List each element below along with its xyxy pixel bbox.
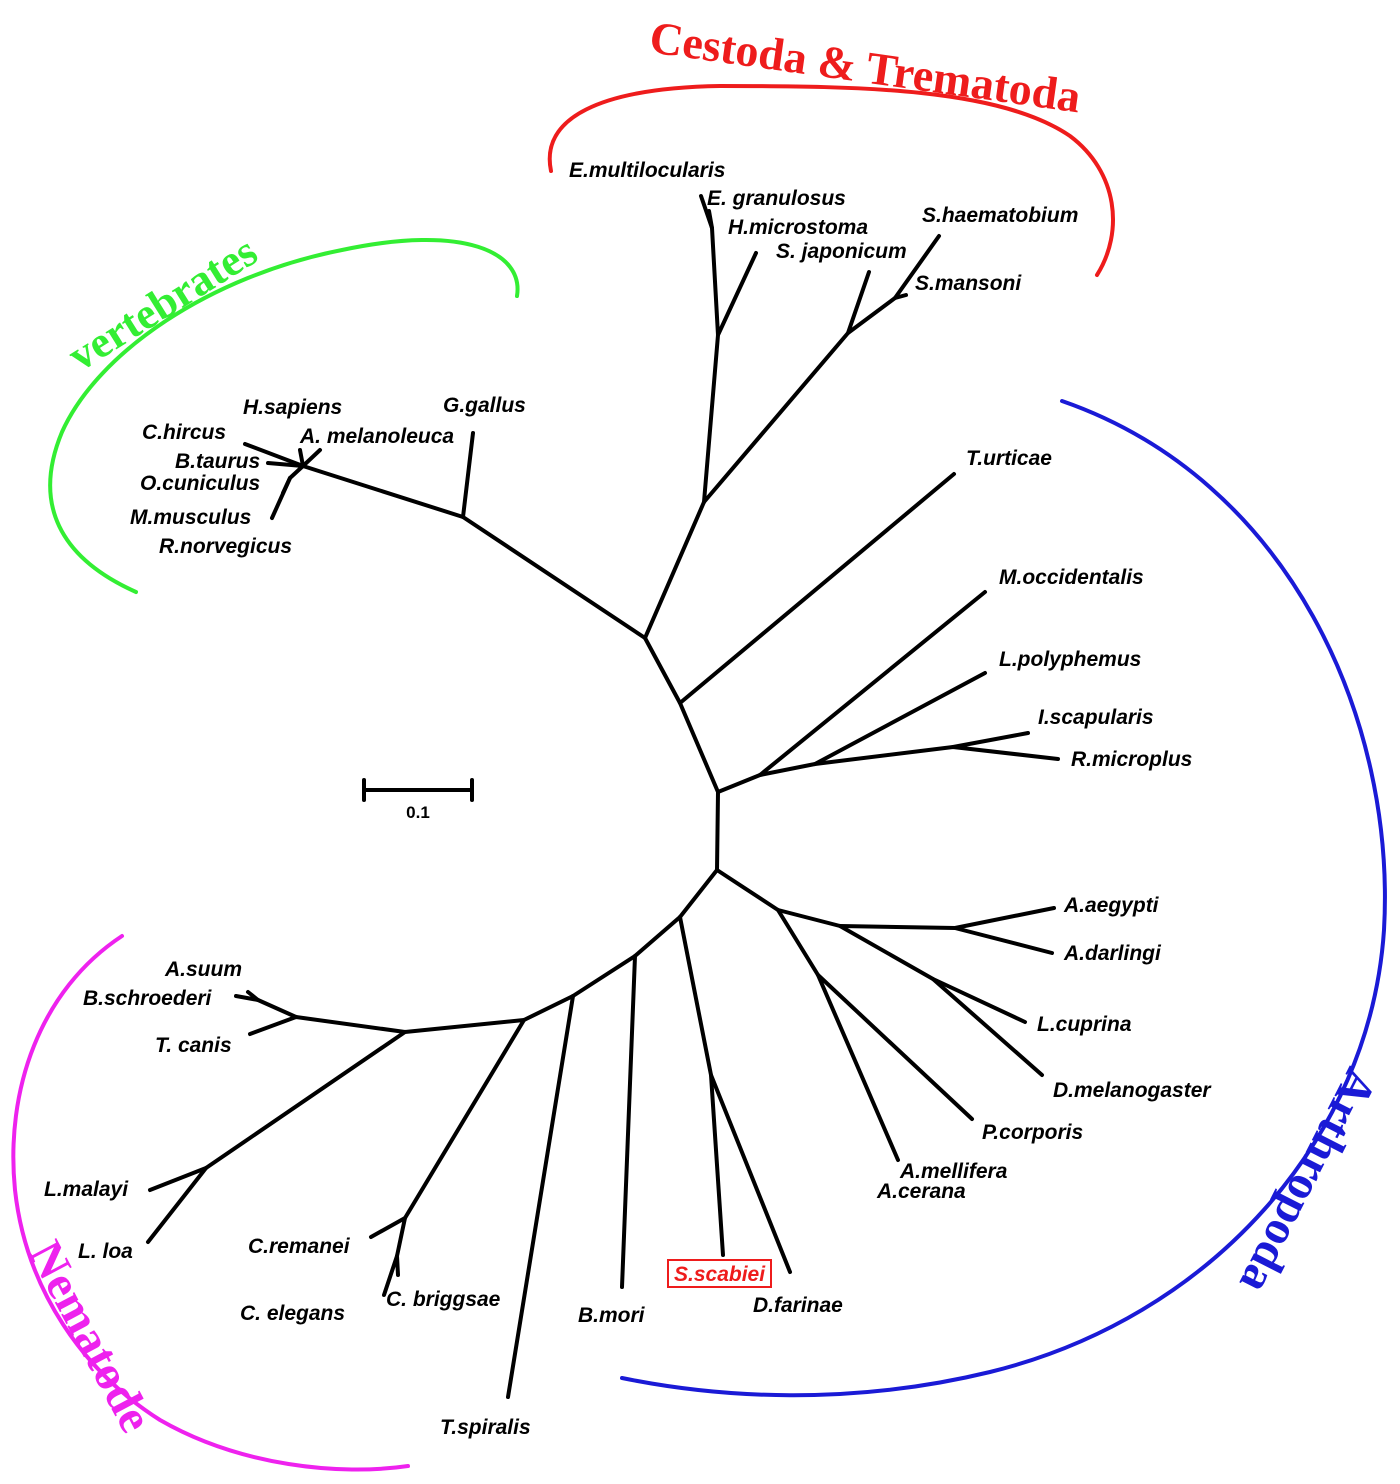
leaf-label: D.melanogaster — [1053, 1079, 1212, 1102]
leaf-label-highlighted: S.scabiei — [674, 1263, 766, 1286]
branch-a-darlingi — [953, 926, 1054, 955]
branch-diptera — [838, 924, 1044, 1077]
leaf-label: E.multilocularis — [569, 159, 725, 182]
branch-s-scabiei — [709, 1073, 725, 1257]
branch-rodents — [270, 464, 305, 520]
leaf-label: T.spiralis — [440, 1416, 531, 1439]
arthropoda-arc — [620, 399, 1387, 1398]
branch-t-spiralis — [506, 994, 575, 1399]
branch-p-corporis — [816, 973, 974, 1121]
branch-caenorhabditis — [382, 1018, 526, 1297]
leaf-label: B.mori — [578, 1304, 646, 1327]
branch-o-cuniculus — [281, 476, 292, 495]
branch-b-schroederi — [234, 994, 260, 1002]
branch-l-loa — [146, 1166, 208, 1244]
branch-s-japonicum — [846, 270, 871, 335]
leaf-label: E. granulosus — [707, 187, 846, 210]
branch-t-canis — [248, 1015, 298, 1036]
leaf-label: L.cuprina — [1037, 1013, 1132, 1036]
branch-e-granulosus — [707, 209, 714, 230]
leaf-label: S.mansoni — [915, 272, 1022, 295]
branch-c-hircus — [243, 442, 305, 468]
leaf-label: D.farinae — [753, 1294, 843, 1317]
clade-title-vertebrates: vertebrates — [59, 226, 265, 380]
branch-vertebrates — [301, 464, 647, 640]
clade-title-nematode: Nematode — [18, 1232, 162, 1440]
leaf-label: A.cerana — [876, 1180, 966, 1203]
branch-h-sapiens — [298, 448, 305, 468]
leaf-label: A. melanoleuca — [299, 425, 454, 448]
branch-acari — [716, 773, 762, 794]
leaf-label: I.scapularis — [1038, 706, 1154, 729]
leaf-label: S. japonicum — [776, 240, 907, 263]
branch-c-remanei — [369, 1216, 407, 1239]
branch-i-scapularis — [951, 731, 1030, 749]
leaf-label: B.taurus — [175, 450, 260, 473]
branch-b-mori — [620, 954, 637, 1289]
branch-flatworms — [643, 500, 706, 640]
branch-s-mansoni — [893, 293, 908, 300]
leaf-label: A.darlingi — [1063, 942, 1162, 965]
leaf-label: O.cuniculus — [140, 472, 260, 495]
leaf-label: P.corporis — [982, 1121, 1083, 1144]
branch-h-microstoma — [716, 251, 758, 337]
leaf-label: M.occidentalis — [999, 566, 1144, 589]
clade-title-arthropoda: Arthropoda — [1229, 1060, 1387, 1302]
leaf-label: A.mellifera — [899, 1160, 1008, 1183]
leaf-label: A.suum — [164, 958, 242, 981]
clade-title-cestoda: Cestoda & Trematoda — [647, 11, 1084, 122]
leaf-label: T. canis — [155, 1034, 232, 1057]
branch-astigmata — [678, 915, 792, 1274]
leaf-label: C. elegans — [240, 1302, 345, 1325]
scale-bar: 0.1 — [362, 778, 474, 822]
branch-cestoda — [699, 194, 720, 504]
highlight-box — [667, 1259, 772, 1288]
leaf-label: C.hircus — [142, 421, 226, 444]
leaf-label: A.aegypti — [1063, 894, 1160, 917]
leaf-labels: E.multilocularis E. granulosus H.microst… — [44, 159, 1212, 1439]
branch-insects — [715, 868, 1056, 930]
leaf-label: C. briggsae — [386, 1288, 501, 1311]
branch-l-cuprina — [931, 977, 1027, 1024]
branch-m-occidentalis — [758, 590, 987, 777]
branch-c-elegans — [395, 1254, 400, 1277]
leaf-label: L. loa — [78, 1240, 133, 1263]
leaf-label: C.remanei — [248, 1235, 351, 1258]
branch-ticks — [758, 745, 1060, 777]
branch-a-melanoleuca — [301, 448, 322, 468]
leaf-label: H.sapiens — [243, 396, 342, 419]
nematode-arc — [11, 934, 410, 1472]
leaf-label: L.malayi — [44, 1178, 129, 1201]
leaf-label: R.norvegicus — [159, 535, 292, 558]
leaf-label: R.microplus — [1071, 748, 1192, 771]
leaf-label: H.microstoma — [728, 216, 868, 239]
leaf-label: L.polyphemus — [999, 648, 1141, 671]
leaf-label: T.urticae — [966, 447, 1052, 470]
vertebrates-arc — [48, 238, 520, 594]
branch-ascaridoidea — [246, 990, 298, 1019]
leaf-label: G.gallus — [443, 394, 526, 417]
leaf-label: B.schroederi — [83, 987, 213, 1010]
branch-b-taurus — [266, 461, 305, 468]
branch-g-gallus — [461, 431, 475, 519]
branch-backbone — [294, 636, 720, 1034]
leaf-label: S.haematobium — [922, 204, 1078, 227]
tree-branches — [146, 194, 1060, 1399]
cestoda-arc — [547, 83, 1115, 277]
scale-bar-label: 0.1 — [406, 803, 430, 822]
branch-t-urticae — [678, 472, 956, 705]
leaf-label: M.musculus — [130, 506, 251, 529]
branch-trematoda — [702, 234, 941, 504]
branch-l-polyphemus — [813, 671, 987, 766]
